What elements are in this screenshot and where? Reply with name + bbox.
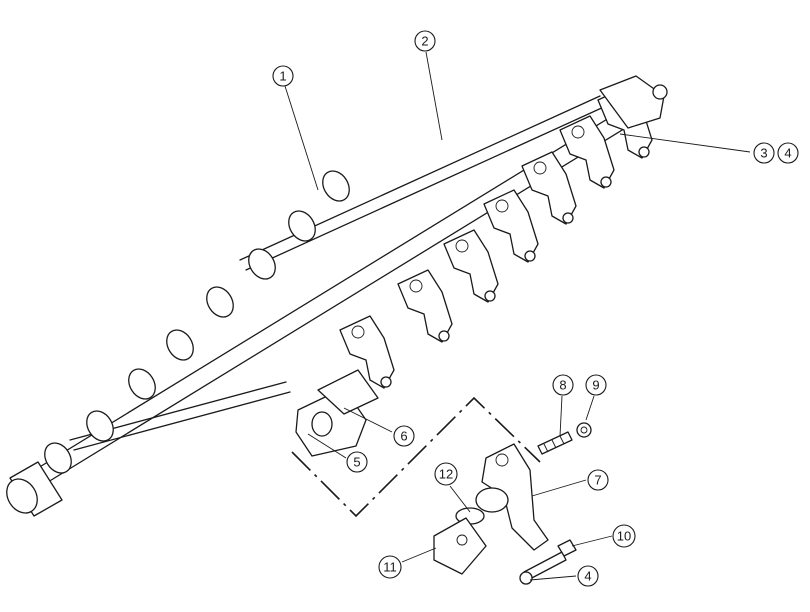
callout-6: 6 <box>393 425 415 447</box>
callout-label-6: 6 <box>400 429 407 444</box>
callout-label-8: 8 <box>559 378 566 393</box>
callout-5: 5 <box>346 451 368 473</box>
callout-12: 12 <box>434 462 458 486</box>
callout-label-10: 10 <box>617 529 631 544</box>
callout-label-3: 3 <box>760 146 767 161</box>
callout-label-5: 5 <box>353 455 360 470</box>
callout-4-top: 4 <box>777 142 799 164</box>
callout-label-4-bottom: 4 <box>584 569 591 584</box>
exploded-view-frame <box>291 396 541 518</box>
callout-7: 7 <box>587 469 609 491</box>
callout-3: 3 <box>753 142 775 164</box>
callout-9: 9 <box>585 374 607 396</box>
shaft-spacers <box>44 170 350 474</box>
callout-11: 11 <box>378 555 402 579</box>
callout-label-12: 12 <box>439 467 453 482</box>
left-bracket <box>295 369 379 457</box>
callout-8: 8 <box>552 374 574 396</box>
callout-label-7: 7 <box>594 473 601 488</box>
callout-label-1: 1 <box>279 69 286 84</box>
callout-4-bottom: 4 <box>577 565 599 587</box>
callout-label-9: 9 <box>592 378 599 393</box>
callout-10: 10 <box>612 524 636 548</box>
rocker-arms <box>339 75 668 389</box>
callout-1: 1 <box>272 65 294 87</box>
callout-2: 2 <box>414 30 436 52</box>
callout-label-2: 2 <box>421 34 428 49</box>
callout-label-4-top: 4 <box>784 146 791 161</box>
leader-lines <box>284 51 751 581</box>
exploded-parts <box>433 422 592 585</box>
callout-label-11: 11 <box>383 560 397 575</box>
